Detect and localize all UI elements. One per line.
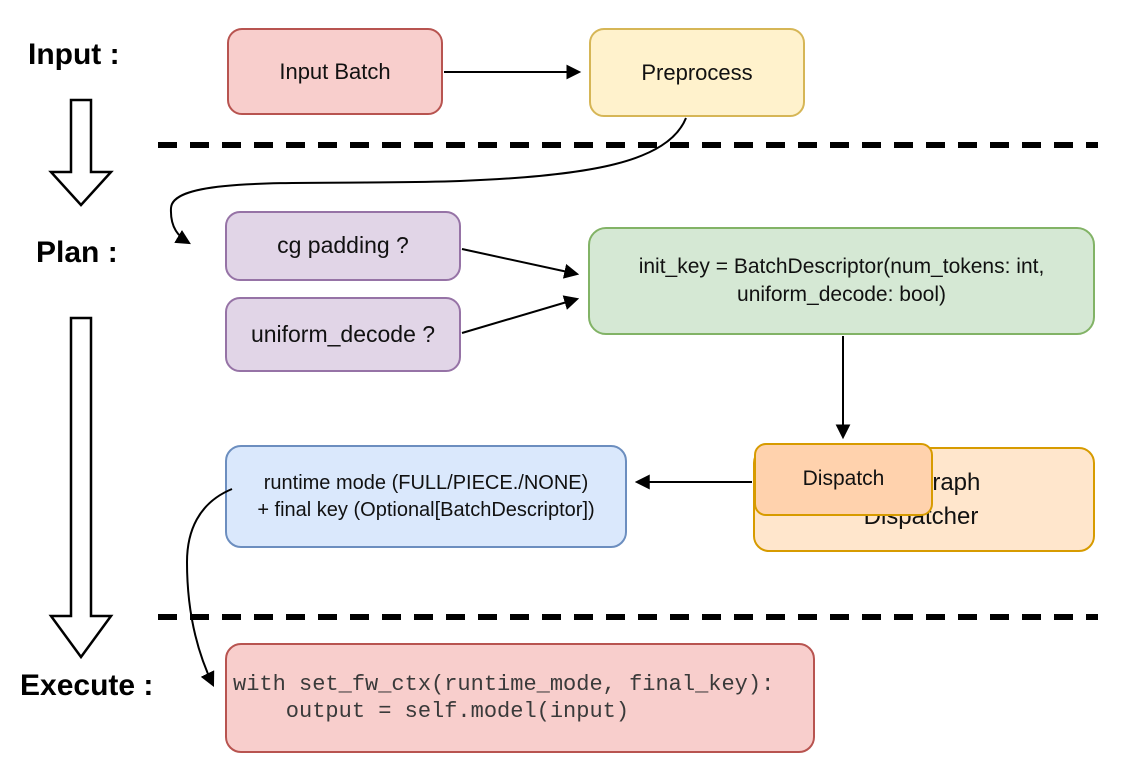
node-execute-code: with set_fw_ctx(runtime_mode, final_key)…	[225, 643, 815, 753]
node-preprocess-label: Preprocess	[641, 59, 753, 85]
node-cg-padding: cg padding ?	[225, 211, 461, 281]
node-cg-padding-label: cg padding ?	[277, 232, 409, 259]
down-arrow-plan-to-execute-icon	[48, 316, 114, 660]
arrow-cg-padding-to-init-key	[461, 248, 580, 279]
node-input-batch: Input Batch	[227, 28, 443, 115]
down-arrow-input-to-plan-icon	[48, 98, 114, 207]
node-runtime-mode-line2: + final key (Optional[BatchDescriptor])	[257, 498, 595, 521]
node-dispatch-label: Dispatch	[802, 467, 885, 491]
stage-label-plan: Plan :	[36, 236, 118, 269]
execute-code-line2: output = self.model(input)	[233, 699, 630, 724]
node-preprocess: Preprocess	[589, 28, 805, 117]
stage-label-input: Input :	[28, 38, 120, 71]
node-runtime-mode-line1: runtime mode (FULL/PIECE./NONE)	[263, 471, 589, 494]
stage-label-execute: Execute :	[20, 669, 154, 702]
node-input-batch-label: Input Batch	[279, 58, 391, 84]
execute-code-line1: with set_fw_ctx(runtime_mode, final_key)…	[233, 671, 775, 697]
node-runtime-mode: runtime mode (FULL/PIECE./NONE) + final …	[225, 445, 627, 548]
node-uniform-decode-label: uniform_decode ?	[250, 320, 436, 347]
node-init-key-line2: uniform_decode: bool)	[737, 283, 946, 306]
node-init-key-line1: init_key = BatchDescriptor(num_tokens: i…	[638, 254, 1045, 278]
arrow-uniform-decode-to-init-key	[461, 295, 580, 334]
node-init-key: init_key = BatchDescriptor(num_tokens: i…	[588, 227, 1095, 335]
node-uniform-decode: uniform_decode ?	[225, 297, 461, 372]
node-dispatch: Dispatch	[754, 443, 933, 516]
